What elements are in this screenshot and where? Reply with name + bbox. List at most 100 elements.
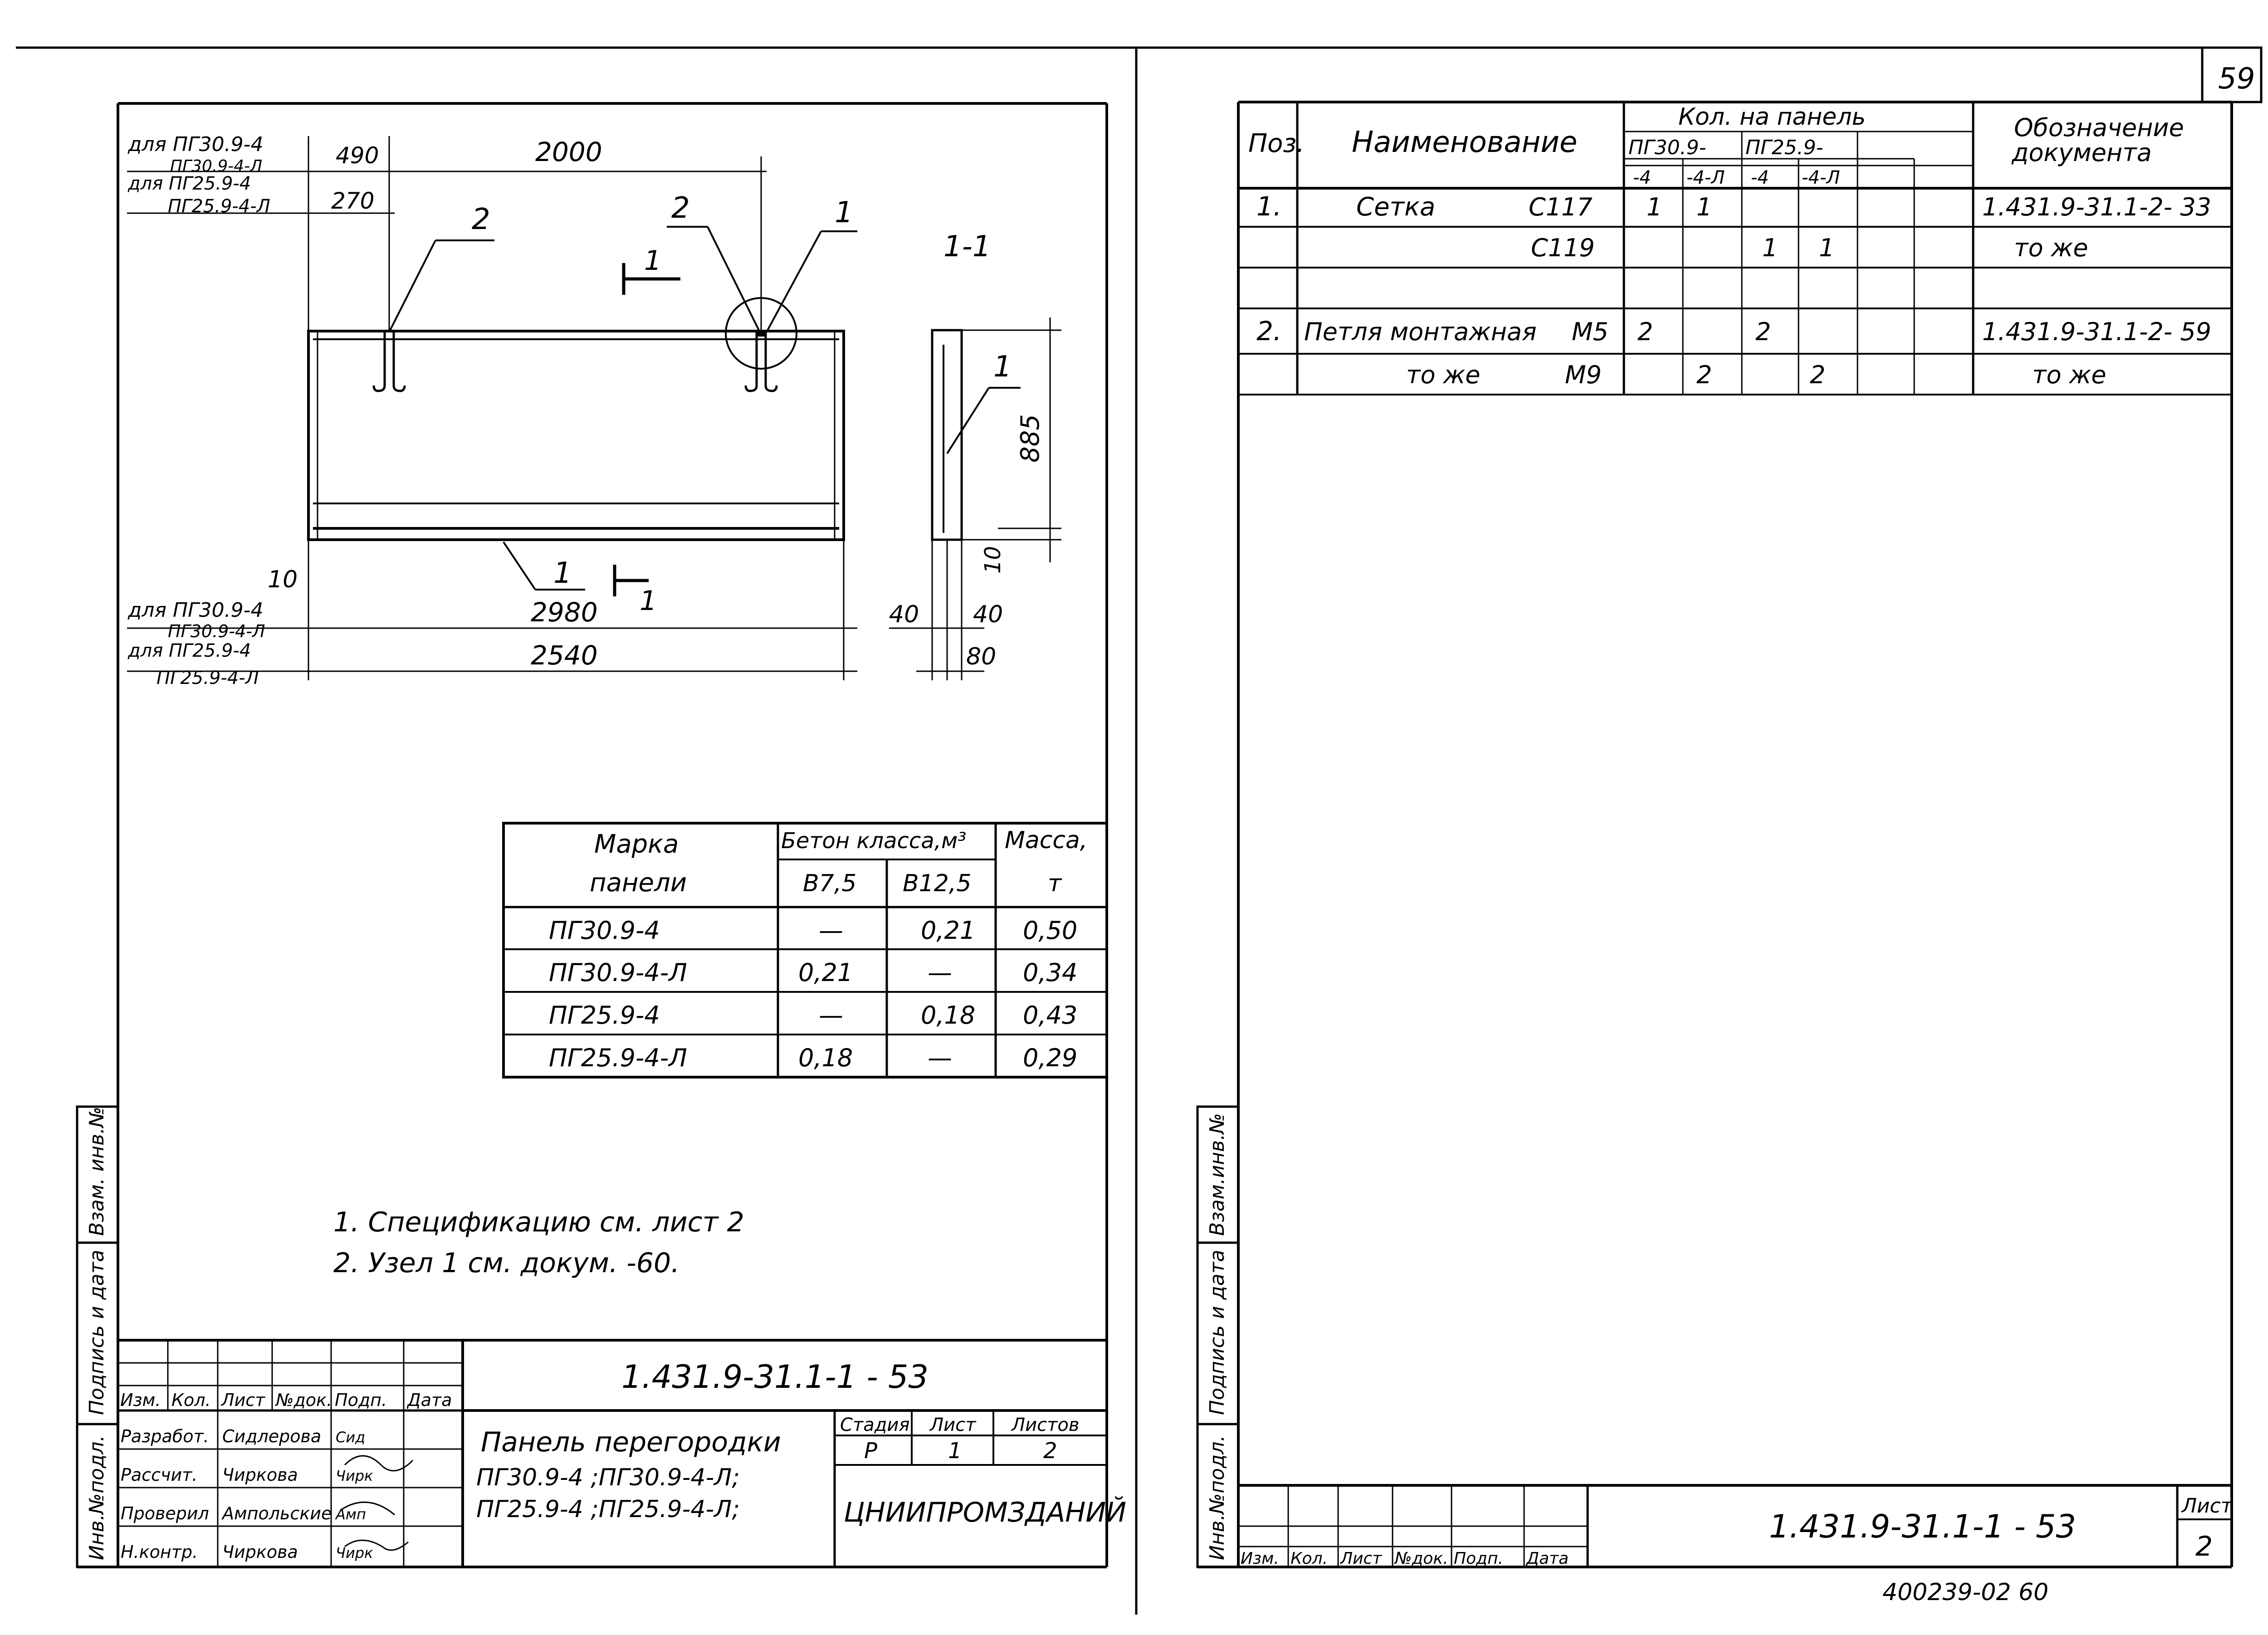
mass-row-b75: — xyxy=(819,916,843,945)
spec-row-poz: 2. xyxy=(1256,316,1281,347)
mass-row-b125: 0,21 xyxy=(921,916,975,945)
title-line-2: ПГ30.9-4 ;ПГ30.9-4-Л; xyxy=(476,1464,740,1491)
mass-row-marka: ПГ30.9-4 xyxy=(549,916,660,945)
signature-scribbles xyxy=(340,1455,414,1551)
mass-header-beton: Бетон класса,м³ xyxy=(781,828,966,854)
dim-pg25-l: ПГ25.9-4-Л xyxy=(168,196,270,217)
col-header-kol: Кол. xyxy=(171,1390,211,1410)
side-stamp-replace: Взам. инв.№ xyxy=(85,1107,108,1236)
side-stamp-inv: Инв.№подл. xyxy=(1206,1435,1229,1560)
mass-header-b75: В7,5 xyxy=(803,870,856,897)
dim-10: 10 xyxy=(268,566,298,593)
col-header-izm: Изм. xyxy=(120,1390,161,1410)
left-sheet: Инв.№подл. Подпись и дата Взам. инв.№ xyxy=(76,102,1126,1568)
spec-header-name: Наименование xyxy=(1352,126,1577,159)
spec-header-pg25: ПГ25.9- xyxy=(1745,136,1823,159)
mass-row-marka: ПГ25.9-4-Л xyxy=(549,1044,687,1072)
dim-490: 490 xyxy=(336,142,379,169)
mass-row-b75: — xyxy=(819,1001,843,1030)
spec-row-qty: 2 xyxy=(1755,317,1771,346)
sheet-value: 1 xyxy=(948,1438,962,1464)
signature: Сид xyxy=(336,1429,365,1446)
spec-header-sub: -4-Л xyxy=(1802,167,1840,188)
note-2: 2. Узел 1 см. докум. -60. xyxy=(333,1247,679,1279)
dim-bottom-for-pg30: для ПГ30.9-4 xyxy=(127,599,263,622)
mass-row-b125: — xyxy=(928,958,952,987)
dim-270: 270 xyxy=(331,188,374,214)
mass-row-b75: 0,21 xyxy=(798,958,853,987)
title-line-3: ПГ25.9-4 ;ПГ25.9-4-Л; xyxy=(476,1496,740,1523)
spec-row-mark: М5 xyxy=(1572,317,1608,346)
panel-front-view xyxy=(307,226,857,596)
dim-for-pg30: для ПГ30.9-4 xyxy=(127,133,263,156)
organization: ЦНИИПРОМЗДАНИЙ xyxy=(844,1496,1126,1528)
spec-row-qty: 1 xyxy=(1819,234,1834,262)
sheet-header: Лист xyxy=(929,1415,977,1435)
dim-2000: 2000 xyxy=(535,137,602,167)
left-side-stamp: Инв.№подл. Подпись и дата Взам. инв.№ xyxy=(76,1105,119,1568)
mass-header-massa: Масса, xyxy=(1005,827,1087,854)
section-callout-1: 1 xyxy=(993,350,1012,384)
spec-header-qty: Кол. на панель xyxy=(1678,103,1866,131)
name-norm-control: Чиркова xyxy=(222,1542,298,1562)
name-calculated: Чиркова xyxy=(222,1465,298,1485)
dim-2980: 2980 xyxy=(531,597,598,628)
stage-header: Стадия xyxy=(840,1415,909,1435)
section-mark-bottom: 1 xyxy=(640,585,657,617)
section-1-1-view: 1 885 10 40 40 80 xyxy=(889,317,1061,680)
lifting-loop-right xyxy=(744,331,758,392)
panel-outline xyxy=(307,330,845,541)
right-title-block: Изм. Кол. Лист №док. Подп. Дата 1.431.9-… xyxy=(1238,1484,2233,1568)
mass-row-b125: 0,18 xyxy=(921,1001,975,1030)
mass-row-b75: 0,18 xyxy=(798,1044,853,1072)
spec-header-sub: -4 xyxy=(1633,167,1651,188)
spec-row-qty: 2 xyxy=(1810,361,1825,389)
col-header-ndok: №док. xyxy=(275,1390,332,1410)
dim-for-pg25: для ПГ25.9-4 xyxy=(127,173,251,194)
spec-row-poz: 1. xyxy=(1256,191,1281,222)
spec-row-doc: 1.431.9-31.1-2- 59 xyxy=(1982,317,2211,346)
section-dim-10: 10 xyxy=(980,546,1006,574)
col-header-izm: Изм. xyxy=(1241,1549,1279,1568)
mass-header-b125: В12,5 xyxy=(903,870,971,897)
spec-row-name: Сетка xyxy=(1356,192,1435,222)
mass-table: Марка панели Бетон класса,м³ В7,5 В12,5 … xyxy=(502,822,1108,1079)
spec-header-sub: -4-Л xyxy=(1686,167,1725,188)
lifting-loop-left xyxy=(372,331,386,392)
mass-row-mass: 0,50 xyxy=(1023,916,1077,945)
sheets-value: 2 xyxy=(1043,1438,1057,1464)
right-doc-code: 1.431.9-31.1-1 - 53 xyxy=(1769,1508,2076,1545)
spec-row-qty: 2 xyxy=(1696,361,1712,389)
spec-row-mark: С117 xyxy=(1529,193,1593,221)
dim-bottom-pg25-l: ПГ25.9-4-Л xyxy=(156,668,259,688)
callout-1-top: 1 xyxy=(835,196,853,229)
section-mark-top: 1 xyxy=(644,245,661,277)
footer-code: 400239-02 60 xyxy=(1882,1579,2048,1606)
side-stamp-sign: Подпись и дата xyxy=(1206,1250,1229,1415)
spec-row-qty: 2 xyxy=(1637,317,1653,346)
mass-header-t: т xyxy=(1048,870,1062,897)
col-header-list: Лист xyxy=(220,1390,266,1410)
spec-row-mark: С119 xyxy=(1531,234,1595,262)
spec-header-doc-1: Обозначение xyxy=(2014,113,2184,142)
col-header-ndok: №док. xyxy=(1394,1549,1448,1568)
mass-row-mass: 0,29 xyxy=(1023,1044,1077,1072)
right-side-stamp: Инв.№подл. Подпись и дата Взам.инв.№ xyxy=(1196,1105,1240,1568)
spec-row-name: Петля монтажная xyxy=(1304,317,1537,346)
spec-header-poz: Поз. xyxy=(1248,129,1305,158)
section-dim-40b: 40 xyxy=(973,601,1003,628)
spec-row-doc: то же xyxy=(2014,234,2088,262)
role-developer: Разработ. xyxy=(121,1426,209,1446)
mass-header-marka: Марка xyxy=(594,830,679,859)
col-header-kol: Кол. xyxy=(1290,1549,1328,1568)
spec-header-doc-2: документа xyxy=(2011,138,2152,167)
signature: Чирк xyxy=(336,1544,373,1562)
section-title: 1-1 xyxy=(943,230,991,264)
name-checked: Ампольские xyxy=(221,1503,332,1523)
spec-row-qty: 1 xyxy=(1696,193,1712,221)
callout-2-right: 2 xyxy=(671,191,690,225)
section-dim-80: 80 xyxy=(966,643,996,670)
left-doc-code: 1.431.9-31.1-1 - 53 xyxy=(621,1358,929,1396)
dim-pg30-l: ПГ30.9-4-Л xyxy=(170,157,262,176)
